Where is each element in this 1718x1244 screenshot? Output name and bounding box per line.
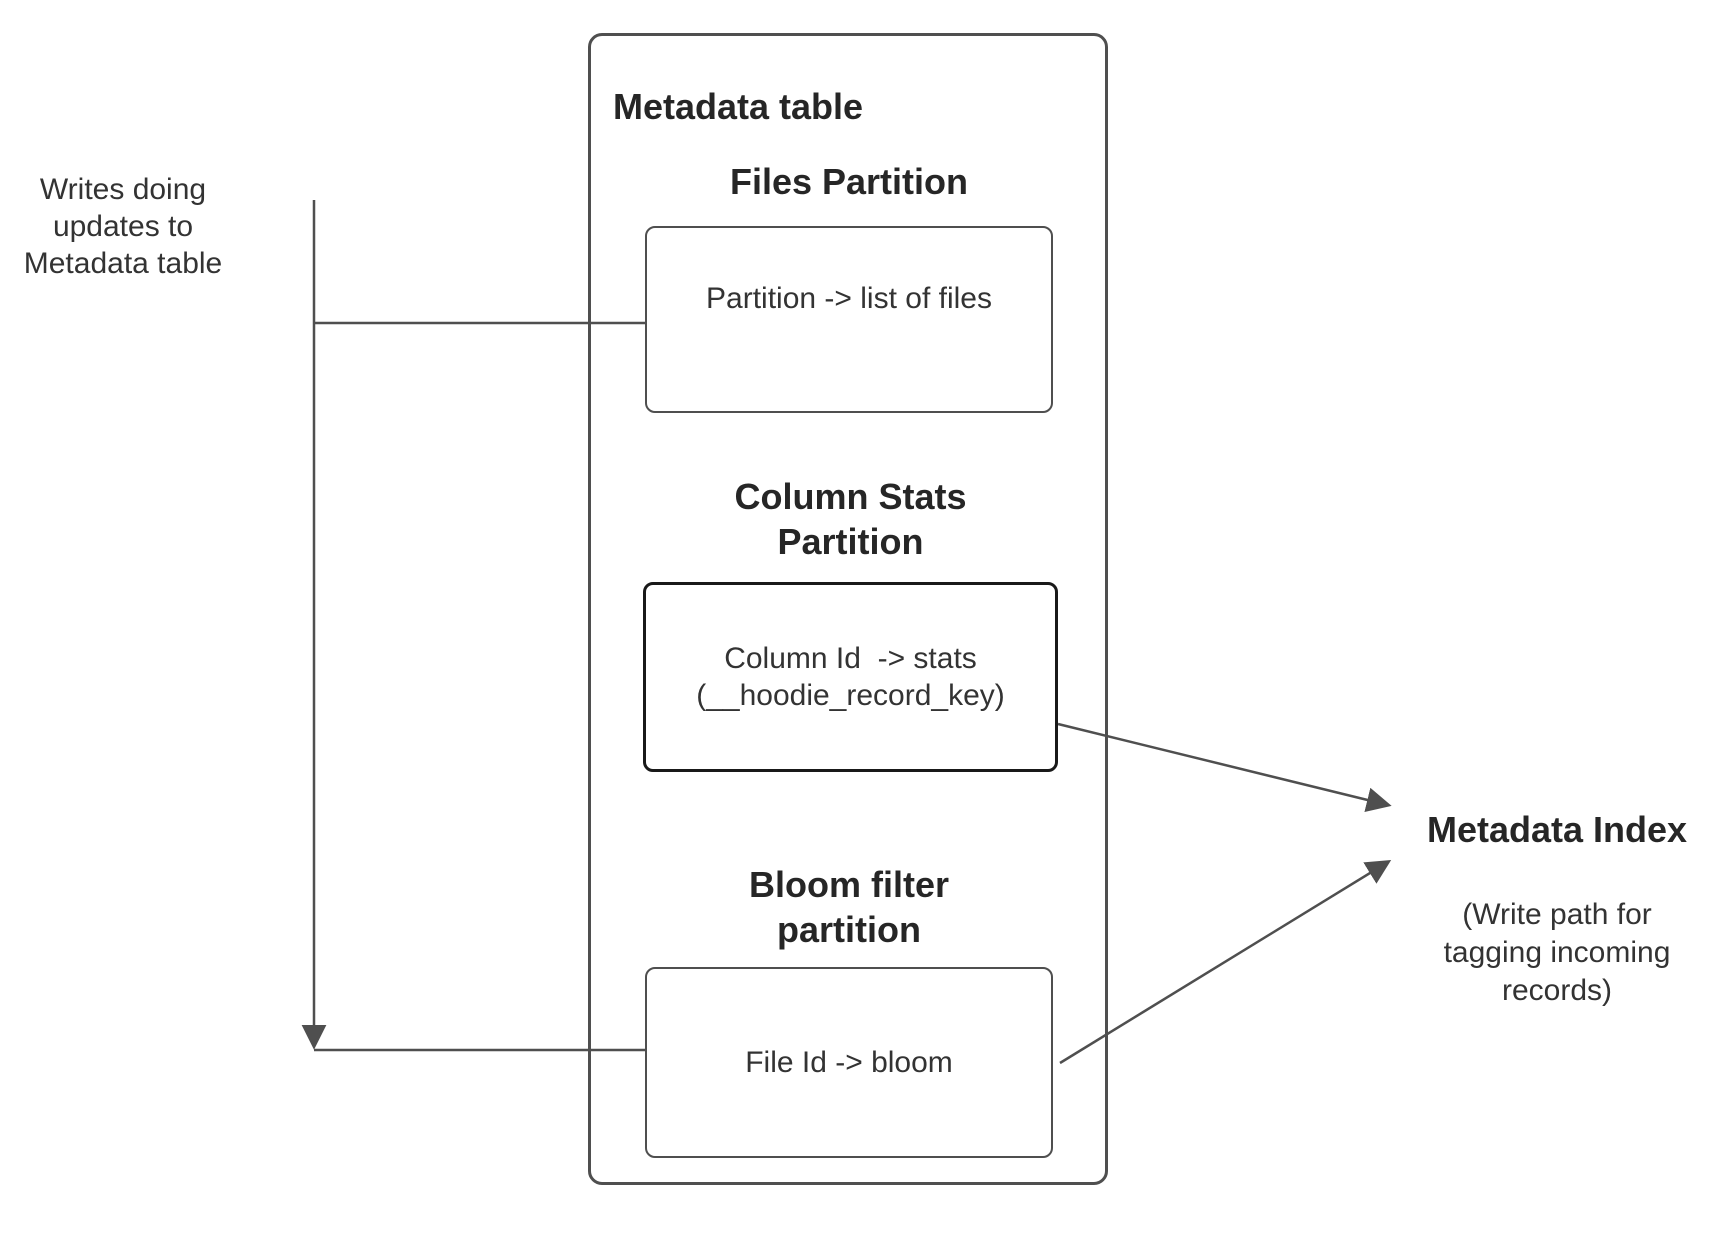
files-partition-box: Partition -> list of files bbox=[645, 226, 1053, 413]
column-stats-heading-line: Column Stats bbox=[734, 476, 967, 517]
bloom-to-index-arrow bbox=[1059, 860, 1392, 1065]
metadata-index-title: Metadata Index bbox=[1426, 809, 1688, 850]
column-stats-box: Column Id -> stats (__hoodie_record_key) bbox=[643, 582, 1058, 772]
writes-note-line: updates to bbox=[52, 210, 194, 243]
files-partition-heading: Files Partition bbox=[729, 161, 969, 202]
files-partition-box-text: Partition -> list of files bbox=[706, 282, 992, 315]
metadata-index-subtitle-line: records) bbox=[1501, 974, 1613, 1007]
bloom-filter-heading-line: partition bbox=[777, 909, 921, 950]
metadata-index-subtitle-line: (Write path for bbox=[1462, 898, 1652, 931]
column-stats-heading: Column Stats Partition bbox=[643, 474, 1058, 564]
bloom-filter-heading-line: Bloom filter bbox=[748, 864, 949, 905]
writes-note-line: Writes doing bbox=[39, 173, 207, 206]
column-stats-heading-line: Partition bbox=[777, 521, 924, 562]
metadata-index-subtitle: (Write path for tagging incoming records… bbox=[1400, 896, 1714, 1010]
column-stats-box-text-line2: (__hoodie_record_key) bbox=[696, 679, 1005, 712]
stats-to-index-arrow bbox=[1057, 722, 1392, 813]
writes-note-line: Metadata table bbox=[23, 247, 223, 280]
metadata-table-title: Metadata table bbox=[613, 86, 864, 127]
bloom-filter-box: File Id -> bloom bbox=[645, 967, 1053, 1158]
writes-note: Writes doing updates to Metadata table bbox=[10, 171, 236, 282]
bloom-filter-box-text: File Id -> bloom bbox=[745, 1046, 953, 1079]
column-stats-box-text-line1: Column Id -> stats bbox=[724, 642, 977, 675]
metadata-table-box bbox=[588, 33, 1108, 1185]
metadata-index-subtitle-line: tagging incoming bbox=[1443, 936, 1671, 969]
bloom-filter-heading: Bloom filter partition bbox=[645, 862, 1053, 952]
